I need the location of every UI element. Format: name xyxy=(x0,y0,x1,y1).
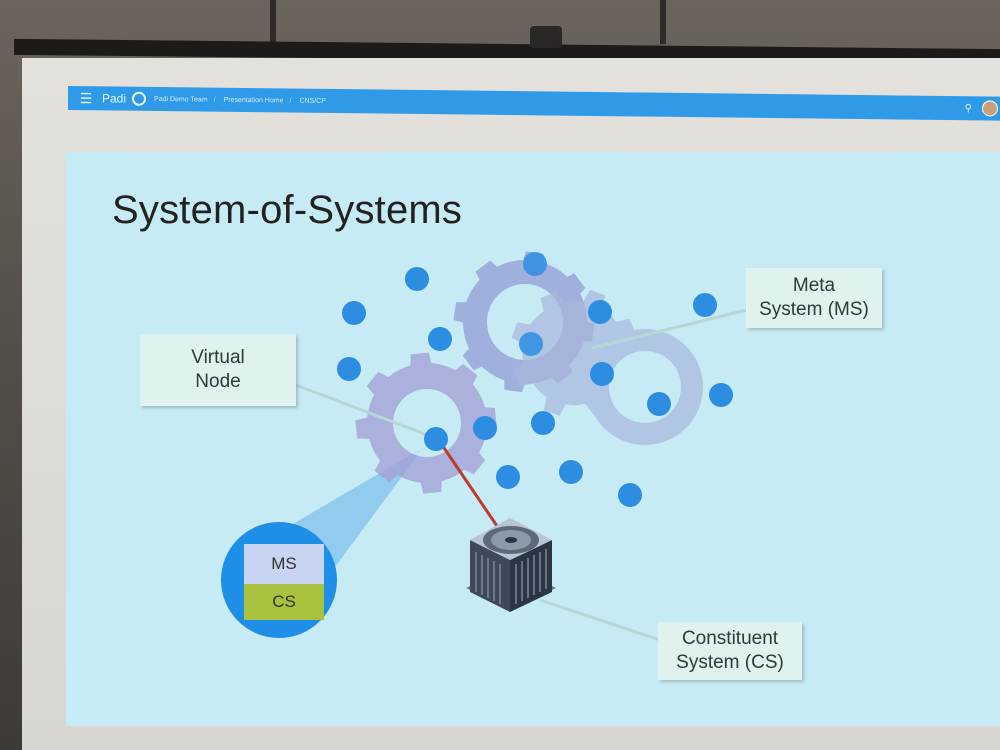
node-dot xyxy=(337,357,361,381)
callout-line: Virtual xyxy=(191,347,245,369)
callout-meta-system: Meta System (MS) xyxy=(746,268,882,328)
node-dot xyxy=(647,392,671,416)
ceiling-beam xyxy=(270,0,276,44)
node-dot xyxy=(618,483,642,507)
node-dot xyxy=(342,301,366,325)
node-dot xyxy=(588,300,612,324)
node-dot xyxy=(531,411,555,435)
slide-canvas xyxy=(66,152,1000,726)
virtual-node-dot xyxy=(424,427,448,451)
ceiling-beam xyxy=(660,0,666,44)
callout-constituent-system: Constituent System (CS) xyxy=(658,622,802,680)
node-dot xyxy=(693,293,717,317)
node-dot xyxy=(519,332,543,356)
callout-line: Constituent xyxy=(681,628,779,650)
node-dot xyxy=(405,267,429,291)
leader-constituent-system xyxy=(539,598,661,642)
callout-virtual-node: Virtual Node xyxy=(140,334,296,406)
leader-meta-system xyxy=(591,306,756,350)
node-dot xyxy=(709,383,733,407)
node-dot xyxy=(473,416,497,440)
callout-line: System (CS) xyxy=(676,652,784,673)
node-dot xyxy=(590,362,614,386)
node-dot xyxy=(428,327,452,351)
node-ms-layer: MS xyxy=(244,544,324,584)
node-dot xyxy=(559,460,583,484)
node-dot xyxy=(496,465,520,489)
slide-title: System-of-Systems xyxy=(112,188,463,232)
callout-line: Node xyxy=(195,371,241,392)
callout-line: Meta xyxy=(792,275,836,297)
server-icon xyxy=(466,518,556,612)
node-dot xyxy=(523,252,547,276)
node-cs-layer: CS xyxy=(244,584,324,620)
connector-node-to-cs xyxy=(438,441,499,527)
node-dots xyxy=(337,252,733,507)
leader-virtual-node xyxy=(295,383,431,438)
callout-line: System (MS) xyxy=(759,299,869,320)
node-composition-box: MS CS xyxy=(244,544,324,620)
screen-mount xyxy=(530,26,562,48)
